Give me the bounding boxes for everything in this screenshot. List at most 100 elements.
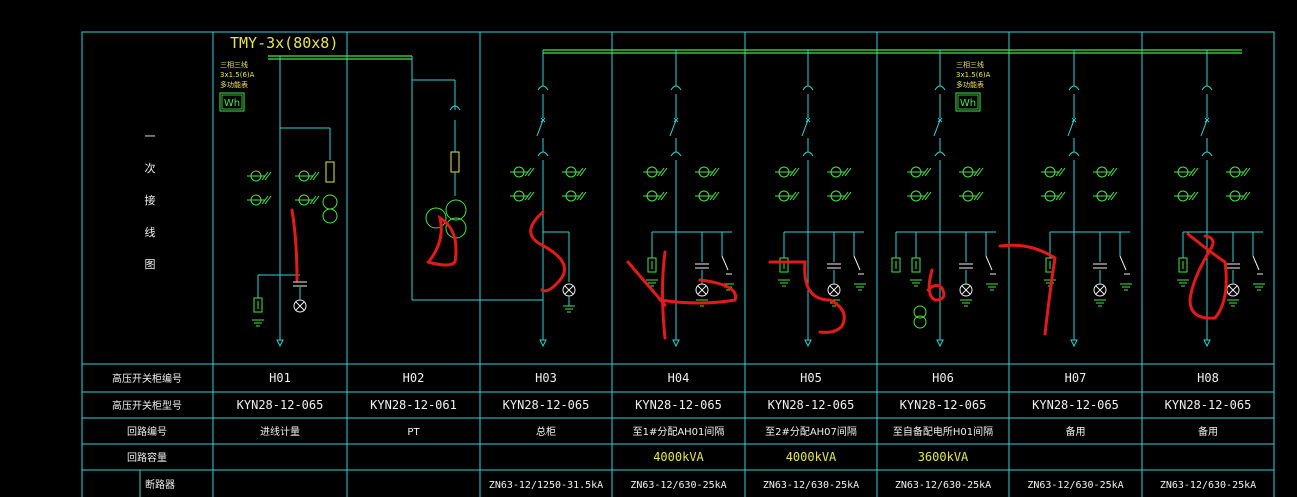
cell-id: H02 <box>403 371 425 385</box>
ground-symbol <box>960 299 972 307</box>
row-label: 回路编号 <box>127 425 167 438</box>
annotation-mark-8 <box>1186 232 1228 320</box>
cell-model: KYN28-12-065 <box>768 398 855 412</box>
current-transformer <box>695 166 720 202</box>
cell-breaker: ZN63-12/630-25kA <box>1160 480 1256 491</box>
current-transformer <box>1226 166 1251 202</box>
cell-id: H07 <box>1065 371 1087 385</box>
cell-breaker: ZN63-12/630-25kA <box>763 480 859 491</box>
cell-id: H01 <box>269 371 291 385</box>
withdrawable-contact <box>802 151 814 157</box>
annotation-mark-3 <box>529 210 566 293</box>
annotation-mark-7 <box>998 243 1057 336</box>
annotation-mark-4 <box>626 250 738 340</box>
current-transformer <box>295 170 320 206</box>
indicator-lamp <box>959 283 973 297</box>
meter-note-line: 多功能表 <box>220 80 248 89</box>
fuse <box>450 151 460 173</box>
cell-model: KYN28-12-065 <box>237 398 324 412</box>
meter-note-line: 三相三线 <box>956 60 984 69</box>
busbar <box>268 49 1242 60</box>
meter-box-label: Wh <box>224 98 240 109</box>
ground-symbol <box>910 279 922 287</box>
withdrawable-contact <box>1201 151 1213 157</box>
indicator-lamp <box>293 299 307 313</box>
current-transformer <box>247 170 272 206</box>
circuit-breaker <box>1200 117 1210 137</box>
meter-box <box>219 92 245 112</box>
surge-arrester <box>911 257 921 273</box>
surge-arrester <box>1178 257 1188 273</box>
cell-circuit: 至自备配电所H01间隔 <box>893 425 993 438</box>
circuit-breaker <box>669 117 679 137</box>
ground-symbol <box>1177 279 1189 287</box>
voltage-transformer <box>425 199 467 239</box>
earthing-switch <box>721 255 732 275</box>
circuit-drawings <box>247 50 1265 348</box>
row-label: 高压开关柜编号 <box>112 372 182 385</box>
withdrawable-contact <box>1201 85 1213 91</box>
current-transformer <box>907 166 932 202</box>
frame-grid <box>81 31 1275 497</box>
title-char: 接 <box>145 194 156 207</box>
indicator-lamp <box>1093 283 1107 297</box>
surge-arrester <box>253 297 263 313</box>
ground-symbol <box>1253 283 1265 291</box>
cell-circuit: 至1#分配AH01间隔 <box>633 425 725 438</box>
withdrawable-contact <box>1068 151 1080 157</box>
withdrawable-contact <box>934 85 946 91</box>
cell-model: KYN28-12-061 <box>370 398 457 412</box>
withdrawable-contact <box>934 151 946 157</box>
cell-id: H05 <box>800 371 822 385</box>
withdrawable-contact <box>537 151 549 157</box>
cell-capacity: 4000kVA <box>786 450 837 464</box>
withdrawable-contact <box>670 151 682 157</box>
surge-arrester <box>647 257 657 273</box>
meter-note-line: 三相三线 <box>220 60 248 69</box>
outgoing-arrow <box>1203 339 1211 348</box>
zero-sequence-ct <box>913 305 927 319</box>
cell-model: KYN28-12-065 <box>1165 398 1252 412</box>
ground-symbol <box>986 283 998 291</box>
cell-model: KYN28-12-065 <box>635 398 722 412</box>
outgoing-arrow <box>539 339 547 348</box>
current-transformer <box>643 166 668 202</box>
capacitor <box>695 263 709 269</box>
circuit-breaker <box>801 117 811 137</box>
table-cells: H01KYN28-12-065进线计量H02KYN28-12-061PTH03K… <box>237 371 1257 491</box>
meter-note-line: 3x1.5(6)A <box>220 71 255 79</box>
cell-circuit: 进线计量 <box>260 425 300 438</box>
cell-model: KYN28-12-065 <box>503 398 590 412</box>
current-transformer <box>959 166 984 202</box>
current-transformer <box>510 166 535 202</box>
cell-capacity: 4000kVA <box>653 450 704 464</box>
withdrawable-contact <box>670 85 682 91</box>
voltage-transformer <box>322 194 338 224</box>
current-transformer <box>1041 166 1066 202</box>
cell-circuit: 至2#分配AH07间隔 <box>765 425 857 438</box>
current-transformer <box>562 166 587 202</box>
indicator-lamp <box>562 283 576 297</box>
fuse <box>325 161 335 183</box>
withdrawable-contact <box>1068 85 1080 91</box>
capacitor <box>959 263 973 269</box>
outgoing-arrow <box>276 339 284 348</box>
title-char: 图 <box>145 258 156 271</box>
meter-box <box>955 92 981 112</box>
earthing-switch <box>985 255 996 275</box>
outgoing-arrow <box>936 339 944 348</box>
cell-circuit: 备用 <box>1066 425 1086 438</box>
row-label: 高压开关柜型号 <box>112 399 182 412</box>
indicator-lamp <box>827 283 841 297</box>
capacitor <box>827 263 841 269</box>
meter-note-line: 多功能表 <box>956 80 984 89</box>
ground-symbol <box>252 319 264 327</box>
current-transformer <box>1093 166 1118 202</box>
circuit-breaker <box>536 117 546 137</box>
current-transformer <box>775 166 800 202</box>
withdrawable-contact <box>537 85 549 91</box>
